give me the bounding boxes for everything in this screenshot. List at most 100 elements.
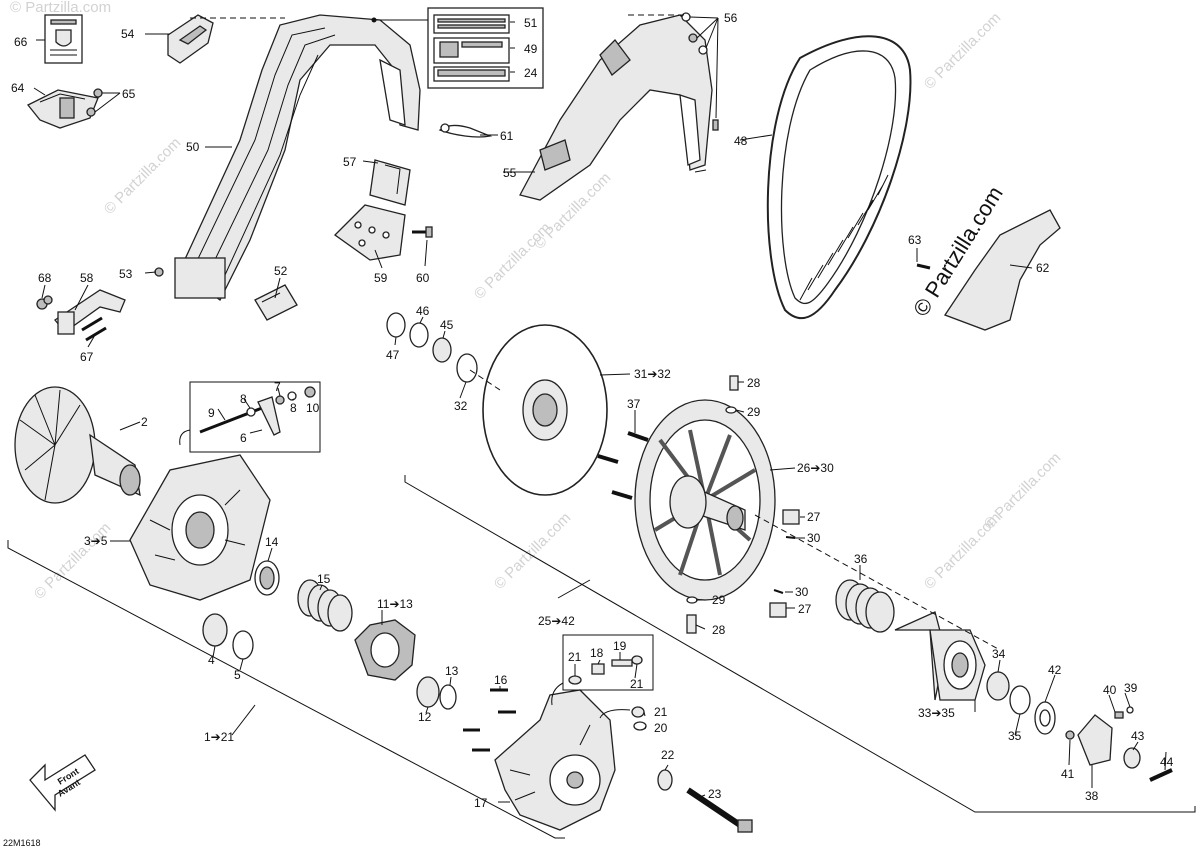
part-55-upper-guard bbox=[519, 14, 713, 201]
callout-1: 1➔21 bbox=[204, 730, 234, 744]
callout-39: 39 bbox=[1124, 681, 1138, 695]
callout-6: 6 bbox=[240, 431, 247, 445]
watermark: © Partzilla.com bbox=[491, 509, 574, 592]
part-7-bushing bbox=[275, 395, 285, 405]
callout-56: 56 bbox=[724, 11, 738, 25]
diagram-code: 22M1618 bbox=[3, 838, 41, 848]
part-22-washer bbox=[657, 769, 673, 791]
callout-51: 51 bbox=[524, 16, 538, 30]
part-8-washer bbox=[287, 391, 297, 401]
part-6-roller-arm bbox=[257, 396, 281, 436]
callout-15: 15 bbox=[317, 572, 331, 586]
callout-61: 61 bbox=[500, 129, 514, 143]
callout-34: 34 bbox=[992, 647, 1006, 661]
callout-52: 52 bbox=[274, 264, 288, 278]
callout-37: 37 bbox=[627, 397, 641, 411]
part-64-bracket bbox=[26, 89, 99, 129]
callout-2: 2 bbox=[141, 415, 148, 429]
callout-4: 4 bbox=[208, 653, 215, 667]
group-bracket-25-42 bbox=[404, 475, 1196, 813]
callout-54: 54 bbox=[121, 27, 135, 41]
group-box-18-21 bbox=[562, 634, 654, 691]
callout-47: 47 bbox=[386, 348, 400, 362]
callout-46: 46 bbox=[416, 304, 430, 318]
part-47-washer bbox=[386, 312, 406, 338]
group-box-6-10 bbox=[189, 381, 321, 453]
callout-12: 12 bbox=[418, 710, 432, 724]
part-28-screw bbox=[729, 375, 739, 391]
callout-31: 31➔32 bbox=[634, 367, 671, 381]
callout-3: 3➔5 bbox=[84, 534, 108, 548]
part-8-washer bbox=[246, 407, 256, 417]
part-62-cover bbox=[944, 209, 1061, 331]
part-65-nut bbox=[93, 88, 103, 98]
part-50-belt-guard bbox=[174, 14, 421, 301]
part-21-bushing bbox=[631, 706, 645, 718]
part-29-washer bbox=[725, 406, 737, 414]
part-61-pin bbox=[438, 123, 493, 138]
callout-28: 28 bbox=[747, 376, 761, 390]
callout-59: 59 bbox=[374, 271, 388, 285]
callout-23: 23 bbox=[708, 787, 722, 801]
part-13-ring bbox=[439, 684, 457, 710]
part-3-movable-sheave bbox=[129, 454, 271, 601]
part-53-nut bbox=[154, 267, 164, 277]
part-44-bolt bbox=[1149, 768, 1173, 782]
part-17-cover bbox=[494, 689, 616, 831]
part-31-fixed-sheave bbox=[482, 324, 608, 496]
part-5-ring bbox=[232, 630, 254, 660]
leaders bbox=[33, 16, 1167, 803]
callout-21: 21 bbox=[568, 650, 582, 664]
part-29-washer bbox=[686, 596, 698, 604]
callout-26: 26➔30 bbox=[797, 461, 834, 475]
callout-48: 48 bbox=[734, 134, 748, 148]
callout-8: 8 bbox=[290, 401, 297, 415]
part-56-fasteners bbox=[681, 12, 719, 131]
part-59-bracket bbox=[333, 204, 406, 261]
callout-10: 10 bbox=[306, 401, 320, 415]
part-67-bolt bbox=[81, 316, 107, 342]
callout-58: 58 bbox=[80, 271, 94, 285]
part-26-movable-sheave bbox=[634, 399, 776, 601]
callout-14: 14 bbox=[265, 535, 279, 549]
part-54-pad bbox=[167, 14, 214, 64]
part-2-fixed-sheave bbox=[14, 386, 141, 504]
watermark: © Partzilla.com bbox=[10, 0, 111, 16]
callout-57: 57 bbox=[343, 155, 357, 169]
part-60-bolt bbox=[412, 226, 433, 238]
part-46-washer bbox=[409, 322, 429, 348]
front-arrow: Front Avant bbox=[29, 754, 96, 812]
callout-13: 13 bbox=[445, 664, 459, 678]
watermark: © Partzilla.com bbox=[981, 449, 1064, 532]
callout-29: 29 bbox=[712, 593, 726, 607]
part-65-nut bbox=[86, 107, 96, 117]
callout-50: 50 bbox=[186, 140, 200, 154]
part-21-bushing bbox=[568, 675, 582, 685]
part-66-warning-label bbox=[44, 14, 83, 64]
callout-64: 64 bbox=[11, 81, 25, 95]
part-12-bushing bbox=[416, 676, 440, 708]
part-19-pin bbox=[611, 659, 633, 667]
callout-44: 44 bbox=[1160, 755, 1174, 769]
part-27-slider bbox=[769, 602, 787, 618]
callout-65: 65 bbox=[122, 87, 136, 101]
part-30-pin bbox=[773, 589, 784, 594]
part-40-screw bbox=[1114, 711, 1124, 719]
callout-20: 20 bbox=[654, 721, 668, 735]
part-34-bushing bbox=[986, 671, 1010, 701]
part-35-ring bbox=[1009, 685, 1031, 715]
callout-63: 63 bbox=[908, 233, 922, 247]
part-10-nut bbox=[304, 386, 316, 398]
callout-49: 49 bbox=[524, 42, 538, 56]
callout-19: 19 bbox=[613, 639, 627, 653]
callout-32: 32 bbox=[454, 399, 468, 413]
part-33-cam bbox=[894, 611, 986, 701]
callout-68: 68 bbox=[38, 271, 52, 285]
part-28-screw bbox=[686, 614, 697, 634]
callout-33: 33➔35 bbox=[918, 706, 955, 720]
part-39-washer bbox=[1126, 706, 1134, 714]
watermark: © Partzilla.com bbox=[921, 9, 1004, 92]
part-21-bushing bbox=[631, 655, 643, 665]
part-15-spring bbox=[297, 579, 353, 632]
